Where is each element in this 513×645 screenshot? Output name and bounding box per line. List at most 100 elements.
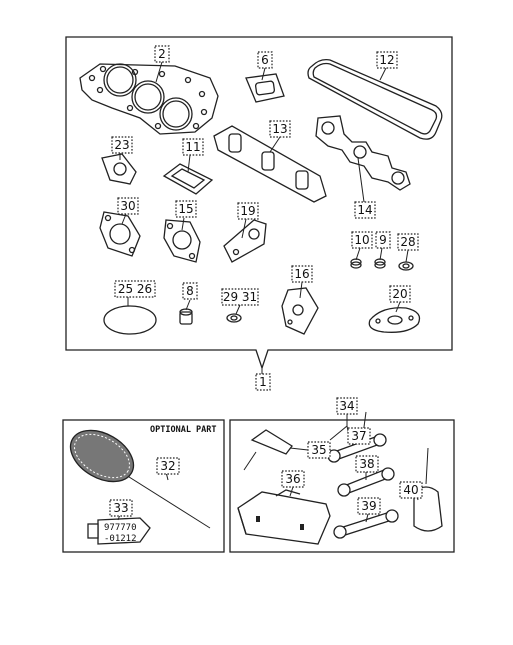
callout-box [347, 427, 371, 445]
callout-number: 16 [294, 267, 309, 281]
callout-1: 1 [255, 373, 271, 391]
valve-cover-gasket-part [307, 58, 443, 140]
optional-part-label: OPTIONAL PART [150, 425, 217, 435]
callout-box [355, 455, 379, 473]
gasket-16-part [281, 287, 319, 335]
gasket-20-part [368, 307, 421, 333]
callout-13: 13 [269, 120, 291, 138]
callout-box [307, 441, 331, 459]
callout-34: 34 [336, 397, 358, 415]
tool-case-part [237, 489, 331, 545]
callout-number: 38 [359, 457, 374, 471]
callout-39: 39 [357, 497, 381, 515]
callout-box [117, 197, 139, 215]
gasket-kit-panel [65, 36, 453, 371]
cylinder-brush-part [69, 429, 211, 529]
callout-number: 13 [272, 122, 287, 136]
callout-30: 30 [117, 197, 139, 215]
washer-29-31-part [226, 313, 242, 323]
callout-16: 16 [291, 265, 313, 283]
callout-number: 36 [285, 472, 300, 486]
callout-number: 35 [311, 443, 326, 457]
callout-11: 11 [182, 138, 204, 156]
callout-32: 32 [156, 457, 180, 475]
callout-8: 8 [182, 282, 198, 300]
exhaust-outlet-gasket-part [245, 73, 285, 103]
callout-33: 33 [109, 499, 133, 517]
seal-ring-10-part [350, 258, 362, 269]
callout-23: 23 [111, 136, 133, 154]
callout-number: 30 [120, 199, 135, 213]
callout-number: 32 [160, 459, 175, 473]
callout-box [351, 231, 373, 249]
callout-number: 33 [113, 501, 128, 515]
callout-number: 28 [400, 235, 415, 249]
callout-box [156, 457, 180, 475]
exhaust-manifold-gasket-part [315, 115, 411, 191]
callout-box [376, 51, 398, 69]
callout-28: 28 [397, 233, 419, 251]
tube-label-line1: 977770 [104, 523, 137, 533]
callout-6: 6 [257, 51, 273, 69]
callout-number: 19 [240, 204, 255, 218]
sealant-tube-part: 977770 -01212 [87, 517, 151, 545]
callout-2: 2 [154, 45, 170, 63]
callout-box [269, 120, 291, 138]
gasket-11-part [162, 163, 214, 195]
screwdriver-part [243, 429, 293, 471]
callout-box [114, 280, 156, 298]
callout-number: 8 [186, 284, 194, 298]
intake-manifold-gasket-part [213, 125, 327, 203]
wrench-38-part [337, 467, 395, 497]
callout-number: 39 [361, 499, 376, 513]
callout-box [182, 282, 198, 300]
callout-number: 37 [351, 429, 366, 443]
tool-kit-panel [229, 419, 455, 553]
o-ring-part [103, 305, 157, 335]
callout-9: 9 [375, 231, 391, 249]
callout-37: 37 [347, 427, 371, 445]
optional-part-panel [62, 419, 225, 553]
callout-box [357, 497, 381, 515]
callout-number: 10 [354, 233, 369, 247]
callout-box [336, 397, 358, 415]
callout-38: 38 [355, 455, 379, 473]
callout-number: 14 [357, 203, 372, 217]
callout-box [221, 288, 259, 306]
seal-ring-9-part [374, 258, 386, 269]
callout-box [255, 373, 271, 391]
callout-number: 23 [114, 138, 129, 152]
callout-box [375, 231, 391, 249]
washer-28-part [398, 261, 414, 271]
callout-box [389, 285, 411, 303]
callout-box [175, 200, 197, 218]
callout-10: 10 [351, 231, 373, 249]
gasket-15-part [163, 219, 201, 263]
callout-20: 20 [389, 285, 411, 303]
callout-box [111, 136, 133, 154]
callout-box [399, 481, 423, 499]
callout-35: 35 [307, 441, 331, 459]
callout-box [291, 265, 313, 283]
gasket-30-part [99, 211, 141, 257]
callout-number: 34 [339, 399, 354, 413]
callout-29-31: 29 31 [221, 288, 259, 306]
callout-number: 20 [392, 287, 407, 301]
callout-25-26: 25 26 [114, 280, 156, 298]
callout-number: 25 26 [118, 282, 152, 296]
callout-36: 36 [281, 470, 305, 488]
callout-15: 15 [175, 200, 197, 218]
callout-box [397, 233, 419, 251]
callout-box [109, 499, 133, 517]
head-gasket-part [79, 63, 219, 135]
valve-seal-part [179, 308, 193, 325]
callout-box [354, 201, 376, 219]
callout-19: 19 [237, 202, 259, 220]
callout-12: 12 [376, 51, 398, 69]
gasket-19-part [223, 219, 267, 263]
callout-box [154, 45, 170, 63]
callout-number: 11 [185, 140, 200, 154]
callout-box [281, 470, 305, 488]
